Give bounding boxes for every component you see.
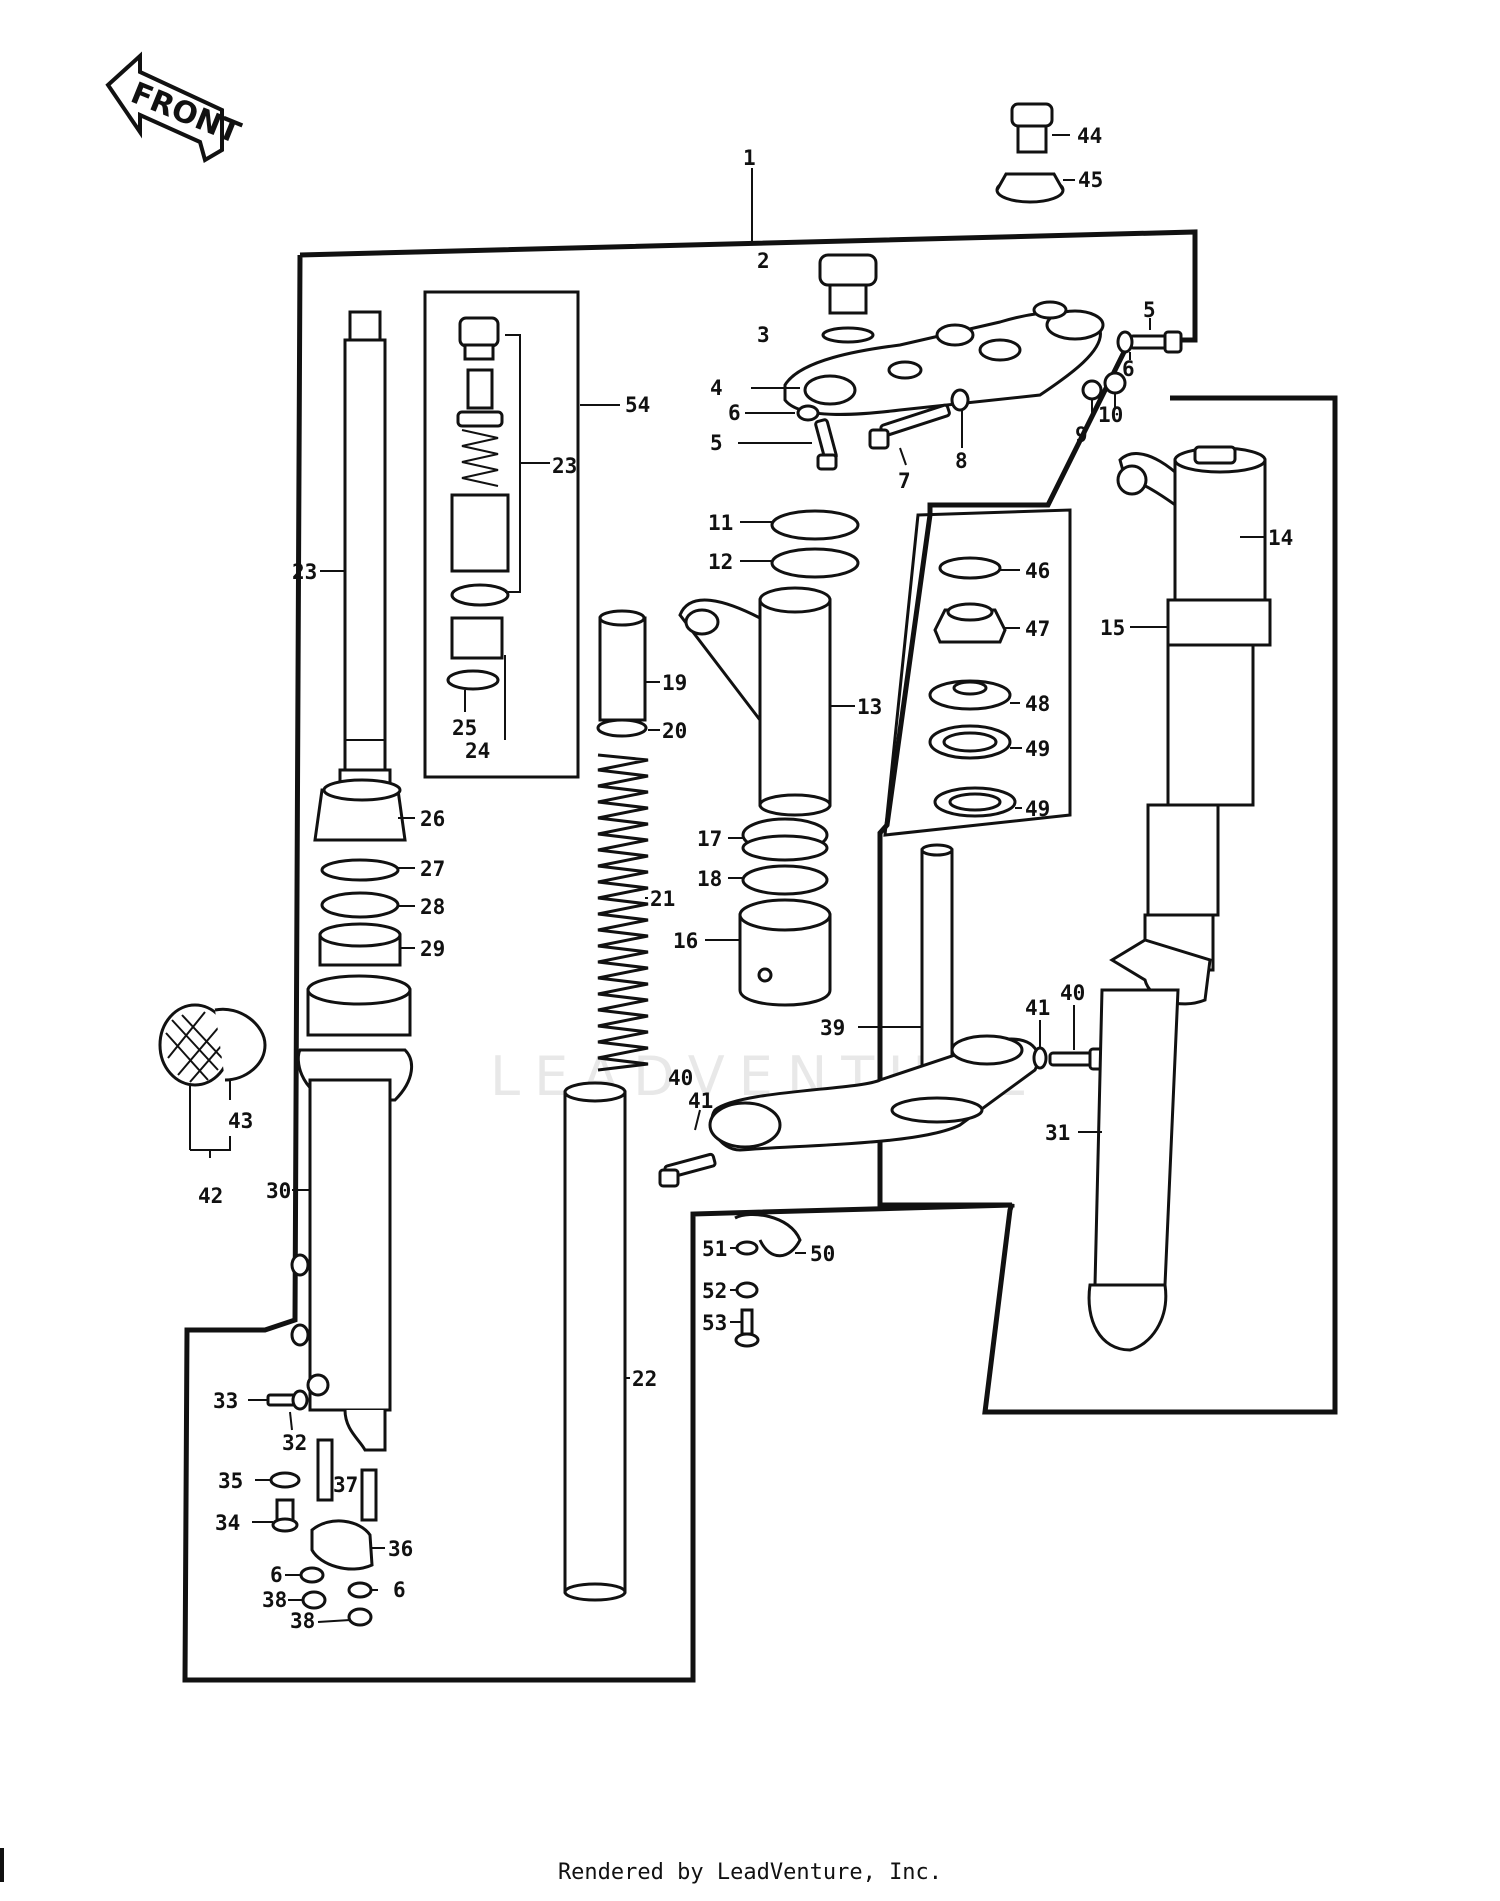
callout-38b: 38 (290, 1609, 315, 1633)
callout-43: 43 (228, 1109, 253, 1133)
footer-credit: Rendered by LeadVenture, Inc. (557, 1860, 943, 1885)
callout-15: 15 (1100, 616, 1125, 640)
callout-53: 53 (702, 1311, 727, 1335)
callout-50: 50 (810, 1242, 835, 1266)
callout-10: 10 (1098, 403, 1123, 427)
callout-7: 7 (898, 469, 911, 493)
front-fork-exploded-diagram: FRONT (105, 51, 1338, 1683)
left-edge-marker (0, 1848, 4, 1882)
headlight-bracket-tube (678, 586, 855, 817)
callout-51: 51 (702, 1237, 727, 1261)
callout-40b: 40 (668, 1066, 693, 1090)
steering-bearings (928, 556, 1022, 818)
callout-14: 14 (1268, 526, 1293, 550)
callout-33: 33 (213, 1389, 238, 1413)
steering-stem-lower-bracket (658, 843, 1108, 1188)
callout-28: 28 (420, 895, 445, 919)
front-label: FRONT (126, 76, 246, 152)
callout-38a: 38 (262, 1588, 287, 1612)
damper-kit-parts (446, 316, 550, 740)
callout-41a: 41 (1025, 996, 1050, 1020)
callout-30: 30 (266, 1179, 291, 1203)
callout-48: 48 (1025, 692, 1050, 716)
callout-labels: 1 2 3 4 5 5 6 6 6 6 7 8 9 10 11 12 13 14… (198, 124, 1293, 1633)
callout-35: 35 (218, 1469, 243, 1493)
reflector-assembly (158, 1003, 267, 1158)
callout-31: 31 (1045, 1121, 1070, 1145)
callout-36: 36 (388, 1537, 413, 1561)
callout-37: 37 (333, 1473, 358, 1497)
callout-32: 32 (282, 1431, 307, 1455)
callout-17: 17 (697, 827, 722, 851)
callout-54: 54 (625, 393, 650, 417)
bracket-bolts (738, 318, 1183, 471)
callout-2: 2 (757, 249, 770, 273)
callout-18: 18 (697, 867, 722, 891)
callout-20: 20 (662, 719, 687, 743)
callout-46: 46 (1025, 559, 1050, 583)
callout-11: 11 (708, 511, 733, 535)
callout-23b: 23 (292, 560, 317, 584)
callout-29: 29 (420, 937, 445, 961)
callout-12: 12 (708, 550, 733, 574)
dust-seal-rings (740, 509, 860, 579)
steering-bearing-box (883, 508, 1072, 837)
callout-9: 9 (1075, 423, 1088, 447)
center-spring-assembly (563, 609, 660, 1602)
callout-49a: 49 (1025, 737, 1050, 761)
callout-5a: 5 (1143, 298, 1156, 322)
callout-44: 44 (1077, 124, 1102, 148)
right-fork-assembly (1078, 445, 1272, 1352)
callout-24: 24 (465, 739, 490, 763)
axle-clamp-parts (248, 1389, 385, 1627)
callout-45: 45 (1078, 168, 1103, 192)
callout-49b: 49 (1025, 797, 1050, 821)
callout-42: 42 (198, 1184, 223, 1208)
upper-bracket (783, 253, 1105, 416)
callout-39: 39 (820, 1016, 845, 1040)
damper-kit-box (423, 290, 580, 779)
callout-23a: 23 (552, 454, 577, 478)
callout-27: 27 (420, 857, 445, 881)
callout-40a: 40 (1060, 981, 1085, 1005)
callout-6a: 6 (1122, 357, 1135, 381)
callout-8: 8 (955, 449, 968, 473)
callout-47: 47 (1025, 617, 1050, 641)
callout-6c: 6 (270, 1563, 283, 1587)
callout-26: 26 (420, 807, 445, 831)
callout-1: 1 (743, 146, 756, 170)
callout-13: 13 (857, 695, 882, 719)
callout-6b: 6 (728, 401, 741, 425)
callout-16: 16 (673, 929, 698, 953)
callout-41b: 41 (688, 1089, 713, 1113)
callout-19: 19 (662, 671, 687, 695)
callout-6d: 6 (393, 1578, 406, 1602)
callout-4: 4 (710, 376, 723, 400)
front-arrow-icon: FRONT (105, 51, 246, 164)
callout-25: 25 (452, 716, 477, 740)
fork-cap-bolt (995, 102, 1075, 204)
callout-3: 3 (757, 323, 770, 347)
assembly-outline-right (995, 395, 1338, 1415)
cable-clip-parts (730, 1213, 806, 1348)
lower-seals (705, 817, 832, 1007)
left-fork-assembly (290, 310, 415, 1452)
callout-5b: 5 (710, 431, 723, 455)
callout-21: 21 (650, 887, 675, 911)
callout-52: 52 (702, 1279, 727, 1303)
callout-34: 34 (215, 1511, 240, 1535)
callout-22: 22 (632, 1367, 657, 1391)
